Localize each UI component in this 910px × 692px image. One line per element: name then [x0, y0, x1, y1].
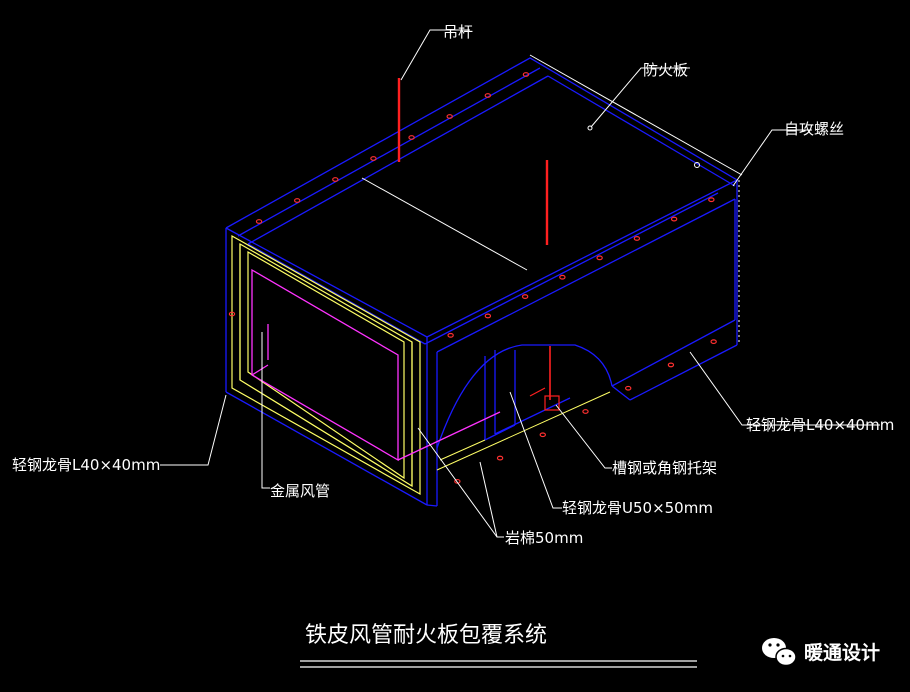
label-light-steel-keel-u: 轻钢龙骨U50×50mm [562, 499, 713, 517]
screw-hole [633, 236, 641, 241]
screw-hole [255, 219, 263, 224]
drawing-title: 铁皮风管耐火板包覆系统 [305, 623, 547, 648]
screw-hole [293, 198, 301, 203]
screw-hole [521, 294, 529, 299]
screw-hole [484, 93, 492, 98]
metal-duct-outline [251, 268, 501, 462]
screw-hole [539, 432, 546, 438]
label-hanger-rod: 吊杆 [443, 23, 473, 41]
rock-wool-lines [436, 391, 611, 471]
screw-hole [670, 216, 678, 222]
label-channel-bracket: 槽钢或角钢托架 [612, 459, 717, 477]
label-metal-duct: 金属风管 [270, 482, 330, 500]
screw-hole [446, 114, 453, 119]
wechat-icon [762, 638, 797, 667]
screw-hole [447, 332, 454, 338]
label-self-tapping-screw: 自攻螺丝 [784, 120, 844, 138]
screw-hole [596, 255, 603, 261]
screw-hole [522, 72, 530, 77]
screw-hole [454, 478, 461, 484]
board-marker-white [587, 125, 593, 131]
leader-lines [160, 29, 880, 538]
keel-frame [231, 234, 421, 496]
channel-bracket [529, 387, 560, 411]
screw-hole [332, 177, 339, 182]
self-tapping-screws [228, 72, 717, 484]
screw-hole [708, 197, 715, 203]
enclosure-outline [225, 57, 739, 507]
label-rock-wool: 岩棉50mm [505, 529, 583, 547]
hanger-rods [397, 78, 551, 400]
watermark-text: 暖通设计 [804, 641, 880, 664]
label-light-steel-keel-left: 轻钢龙骨L40×40mm [12, 456, 160, 474]
screw-hole [667, 362, 675, 368]
label-fireproof-board: 防火板 [643, 61, 688, 79]
screw-hole [408, 135, 415, 140]
label-light-steel-keel-right: 轻钢龙骨L40×40mm [746, 416, 894, 434]
screw-marker-white [694, 162, 700, 168]
screw-hole [484, 313, 492, 319]
screw-hole [710, 339, 717, 345]
screw-hole [228, 311, 236, 317]
screw-hole [625, 385, 632, 391]
screw-hole [559, 274, 566, 280]
screw-hole [496, 455, 504, 461]
screw-hole [582, 409, 589, 414]
screw-hole [370, 156, 377, 161]
